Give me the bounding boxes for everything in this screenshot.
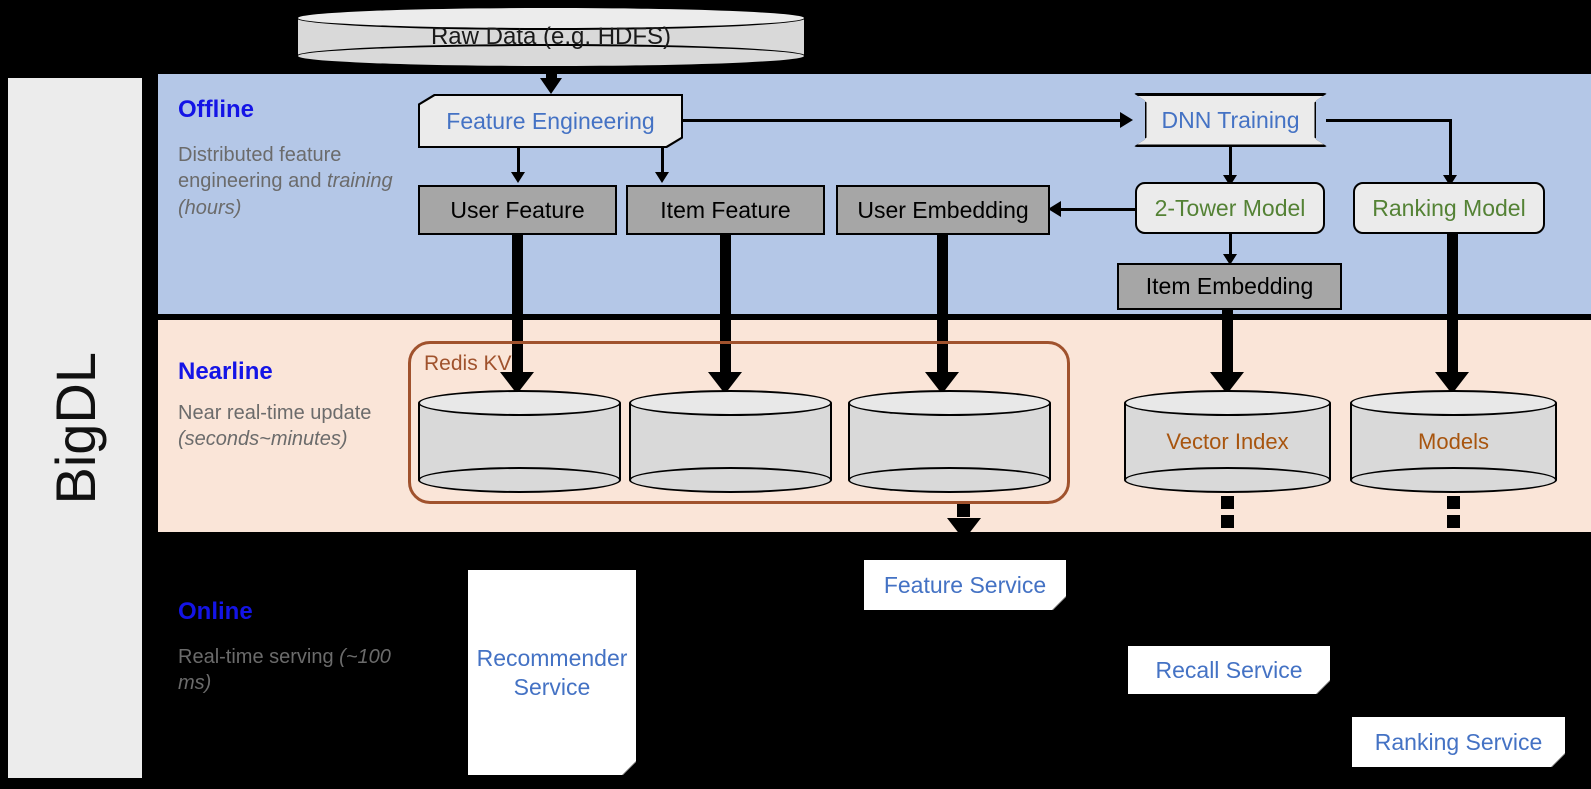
- cylinder-bottom: [1124, 467, 1331, 493]
- recommender-service-label: Recommender Service: [476, 644, 628, 700]
- recall-service-label: Recall Service: [1155, 656, 1303, 683]
- arrowhead-fe-dnn: [1120, 112, 1133, 128]
- ranking-service-label: Ranking Service: [1374, 728, 1543, 755]
- connector-fe-userfeature: [517, 148, 520, 176]
- user-feature-store-label: [418, 390, 621, 493]
- arrowhead-fe-userfeature: [511, 172, 525, 183]
- cylinder-top: [629, 390, 832, 416]
- feature-engineering-node[interactable]: Feature Engineering: [418, 94, 683, 148]
- models-label: Models: [1418, 428, 1489, 454]
- user-embedding-store[interactable]: [848, 390, 1051, 493]
- cylinder-bottom: [848, 467, 1051, 493]
- redis-kv-group: [408, 341, 1070, 504]
- cylinder-top: [848, 390, 1051, 416]
- item-feature-node[interactable]: Item Feature: [626, 185, 825, 235]
- connector-dot-vector-index-a: [1221, 496, 1234, 509]
- redis-kv-label: Redis KV: [424, 352, 512, 375]
- connector-dnn-twotower: [1229, 147, 1232, 179]
- ranking-service-card[interactable]: Ranking Service: [1352, 717, 1565, 767]
- connector-twotower-userembedding: [1060, 208, 1135, 211]
- item-embedding-node[interactable]: Item Embedding: [1117, 263, 1342, 310]
- arrowhead-feature-service: [947, 518, 981, 540]
- offline-subtitle: Distributed feature engineering and trai…: [178, 144, 393, 219]
- arrowhead-pipe-user-feature: [500, 372, 534, 394]
- connector-dot-feature-service: [957, 504, 970, 517]
- pipe-user-feature: [512, 233, 523, 380]
- arrowhead-dnn-ranking: [1443, 175, 1457, 186]
- arrowhead-pipe-item-embedding: [1210, 372, 1244, 394]
- cylinder-top: [296, 6, 806, 30]
- user-feature-node[interactable]: User Feature: [418, 185, 617, 235]
- arrowhead-fe-itemfeature: [655, 172, 669, 183]
- cylinder-bottom: [418, 467, 621, 493]
- pipe-ranking-model: [1447, 233, 1458, 381]
- bigdl-label: BigDL: [8, 78, 142, 778]
- cylinder-top: [1350, 390, 1557, 416]
- arrowhead-dnn-twotower: [1223, 175, 1237, 186]
- connector-rawdata-fe: [546, 66, 557, 82]
- user-embedding-store-label: [848, 390, 1051, 493]
- bigdl-rail: BigDL: [8, 78, 142, 778]
- raw-data-label: Raw Data (e.g. HDFS): [430, 23, 672, 50]
- user-embedding-node[interactable]: User Embedding: [836, 185, 1050, 235]
- nearline-subtitle: Near real-time update (seconds~minutes): [178, 402, 372, 451]
- recommender-service-card[interactable]: Recommender Service: [468, 570, 636, 775]
- item-feature-store[interactable]: [629, 390, 832, 493]
- arrowhead-pipe-ranking-model: [1435, 372, 1469, 394]
- arrowhead-pipe-user-embedding: [925, 372, 959, 394]
- connector-dnn-ranking-v: [1449, 119, 1452, 179]
- nearline-title: Nearline: [178, 358, 273, 385]
- recall-service-card[interactable]: Recall Service: [1128, 646, 1330, 694]
- dnn-training-label: DNN Training: [1136, 96, 1326, 145]
- cylinder-top: [418, 390, 621, 416]
- models-store[interactable]: Models: [1350, 390, 1557, 493]
- connector-dot-models-b: [1447, 515, 1460, 528]
- feature-service-card[interactable]: Feature Service: [864, 560, 1066, 610]
- cylinder-bottom: [1350, 467, 1557, 493]
- two-tower-model-node[interactable]: 2-Tower Model: [1135, 182, 1325, 234]
- vector-index-store[interactable]: Vector Index: [1124, 390, 1331, 493]
- arrowhead-pipe-item-feature: [708, 372, 742, 394]
- offline-title: Offline: [178, 96, 254, 123]
- ranking-model-node[interactable]: Ranking Model: [1353, 182, 1545, 234]
- arrowhead-twotower-itemembedding: [1223, 254, 1237, 265]
- bigdl-text: BigDL: [43, 351, 107, 505]
- cylinder-top: [1124, 390, 1331, 416]
- vector-index-label: Vector Index: [1166, 428, 1289, 454]
- connector-fe-itemfeature: [661, 148, 664, 176]
- pipe-item-embedding: [1222, 308, 1233, 381]
- connector-fe-dnn: [683, 119, 1123, 122]
- online-title: Online: [178, 598, 253, 625]
- arrowhead-twotower-userembedding: [1048, 201, 1061, 217]
- connector-dot-vector-index-b: [1221, 515, 1234, 528]
- cylinder-bottom: [629, 467, 832, 493]
- arrowhead-rawdata-fe: [540, 78, 562, 94]
- dnn-training-node[interactable]: DNN Training: [1133, 93, 1328, 147]
- connector-dot-models-a: [1447, 496, 1460, 509]
- connector-twotower-itemembedding: [1229, 234, 1232, 260]
- user-feature-store[interactable]: [418, 390, 621, 493]
- feature-engineering-label: Feature Engineering: [420, 96, 681, 146]
- item-feature-store-label: [629, 390, 832, 493]
- pipe-item-feature: [720, 233, 731, 380]
- connector-dnn-ranking-h: [1326, 119, 1451, 122]
- feature-service-label: Feature Service: [883, 571, 1047, 598]
- online-subtitle: Real-time serving (~100 ms): [178, 646, 391, 695]
- raw-data-store: Raw Data (e.g. HDFS): [296, 6, 806, 68]
- pipe-user-embedding: [937, 233, 948, 380]
